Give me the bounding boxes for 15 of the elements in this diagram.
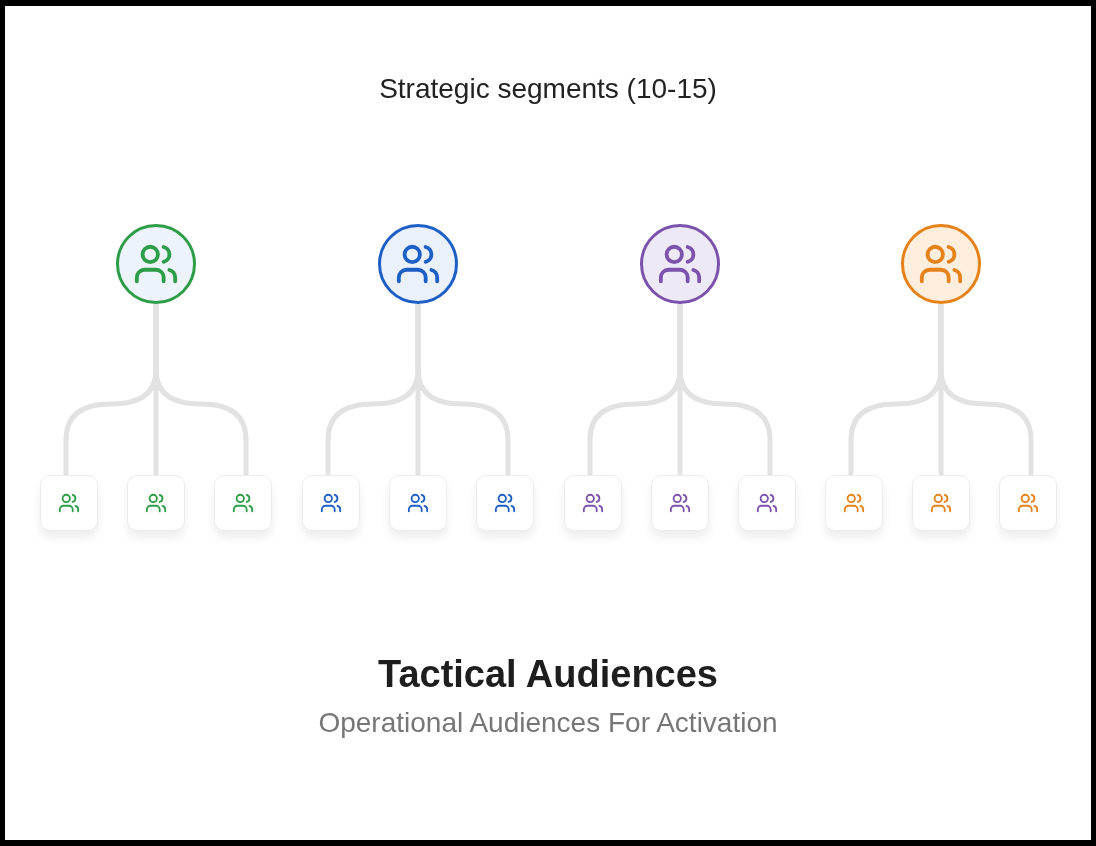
audience-card: [999, 475, 1057, 531]
diagram-title: Strategic segments (10-15): [379, 72, 717, 106]
audience-card: [389, 475, 447, 531]
section-heading: Tactical Audiences: [378, 652, 718, 697]
audience-card: [738, 475, 796, 531]
audience-card: [302, 475, 360, 531]
audience-card: [825, 475, 883, 531]
audience-card: [564, 475, 622, 531]
audience-card: [40, 475, 98, 531]
section-subtitle: Operational Audiences For Activation: [318, 706, 778, 740]
audience-card: [651, 475, 709, 531]
audience-card: [214, 475, 272, 531]
audience-card: [912, 475, 970, 531]
audience-card: [476, 475, 534, 531]
audience-card: [127, 475, 185, 531]
